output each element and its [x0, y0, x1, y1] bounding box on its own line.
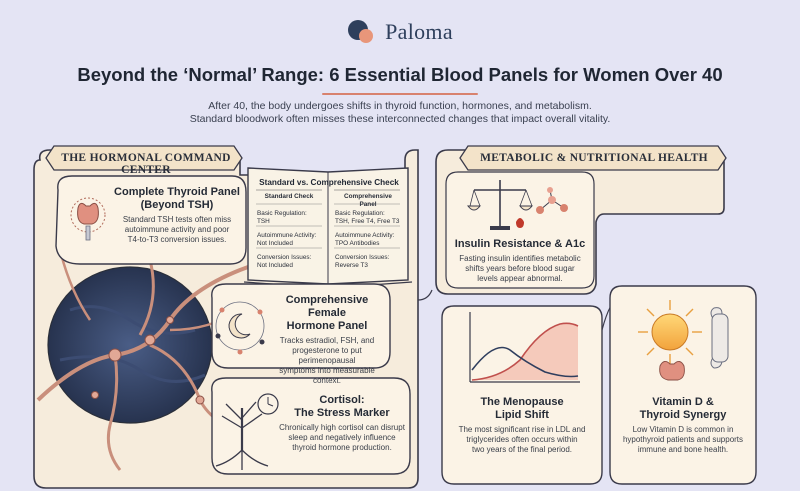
thyroid-card-title: Complete Thyroid Panel (Beyond TSH): [112, 186, 242, 212]
cortisol-title-line: The Stress Marker: [294, 407, 390, 419]
cortisol-text-line: thyroid hormone production.: [292, 443, 392, 452]
molecule-icon: [516, 187, 568, 228]
comprehensive-row-label: Autoimmune Activity:: [335, 232, 395, 239]
hormone-text-line: progesterone to put perimenopausal: [292, 346, 362, 365]
hormone-title-line: Comprehensive Female: [285, 294, 369, 319]
comprehensive-row-value: Reverse T3: [335, 262, 368, 269]
connector-line: [417, 289, 433, 301]
scale-icon: [466, 180, 534, 230]
hormonal-banner: [45, 145, 243, 171]
standard-row-value: Not Included: [257, 262, 293, 269]
standard-row-label: Basic Regulation:: [257, 210, 307, 217]
insulin-card-text: Fasting insulin identifies metabolic shi…: [450, 254, 590, 284]
cortisol-card-title: Cortisol: The Stress Marker: [278, 394, 406, 420]
lipid-curve-chart-icon: [469, 312, 580, 383]
comprehensive-row-value: TSH, Free T4, Free T3: [335, 218, 400, 225]
metabolic-banner: [459, 145, 727, 171]
paloma-logo-icon: [347, 18, 375, 46]
vitamind-title-line: Vitamin D &: [652, 396, 714, 408]
lipid-text-line: The most significant rise in LDL and: [458, 425, 586, 434]
vitamind-text-line: immune and bone health.: [637, 445, 729, 454]
hormonal-section-title: THE HORMONAL COMMAND CENTER: [61, 152, 231, 176]
insulin-text-line: levels appear abnormal.: [477, 274, 563, 283]
cortisol-card: Cortisol: The Stress Marker Chronically …: [278, 394, 406, 453]
insulin-card: Insulin Resistance & A1c Fasting insulin…: [450, 238, 590, 284]
vitamind-text-line: Low Vitamin D is common in: [632, 425, 734, 434]
comprehensive-panel-header: Comprehensive Panel: [344, 193, 392, 208]
thyroid-card-bubble: [55, 175, 247, 265]
insulin-card-bubble: [445, 171, 595, 289]
standard-row-value: TSH: [257, 218, 270, 225]
metabolic-section-title: METABOLIC & NUTRITIONAL HEALTH: [480, 152, 708, 164]
standard-check-header: Standard Check: [264, 193, 314, 200]
standard-row-label: Autoimmune Activity:: [257, 232, 317, 239]
page-subtitle: After 40, the body undergoes shifts in t…: [0, 100, 800, 126]
lipid-text-line: triglycerides often occurs within: [466, 435, 578, 444]
hormone-card-title: Comprehensive Female Hormone Panel: [268, 294, 386, 333]
bone-icon: [710, 307, 729, 369]
insulin-text-line: Fasting insulin identifies metabolic: [459, 254, 581, 263]
thyroid-card: Complete Thyroid Panel (Beyond TSH) Stan…: [112, 186, 242, 245]
tree-roots-icon: [215, 401, 269, 470]
thyroid-icon: [70, 197, 106, 241]
lipid-card: The Menopause Lipid Shift The most signi…: [446, 396, 598, 455]
comprehensive-row-value: TPO Antibodies: [335, 240, 380, 247]
lipid-title-line: Lipid Shift: [495, 409, 549, 421]
subtitle-line: After 40, the body undergoes shifts in t…: [208, 100, 592, 112]
standard-check-column: Standard Check Basic Regulation: TSH Aut…: [257, 193, 321, 273]
thyroid-title-line: (Beyond TSH): [140, 199, 214, 211]
hormone-card-bubble: [211, 283, 391, 369]
subtitle-line: Standard bloodwork often misses these in…: [189, 113, 611, 125]
comparison-title: Standard vs. Comprehensive Check: [259, 178, 399, 187]
comprehensive-row-label: Conversion Issues:: [335, 254, 390, 261]
hormone-card: Comprehensive Female Hormone Panel Track…: [268, 294, 386, 386]
thyroid-card-text: Standard TSH tests often miss autoimmune…: [112, 215, 242, 245]
clock-icon: [257, 393, 279, 415]
thyroid-title-line: Complete Thyroid Panel: [114, 186, 240, 198]
comprehensive-panel-column: Comprehensive Panel Basic Regulation: TS…: [335, 193, 401, 273]
thyroid-text-line: Standard TSH tests often miss: [122, 215, 232, 224]
thyroid-text-line: T4-to-T3 conversion issues.: [127, 235, 227, 244]
cortisol-text-line: Chronically high cortisol can disrupt: [279, 423, 405, 432]
hormone-card-text: Tracks estradiol, FSH, and progesterone …: [268, 336, 386, 386]
lipid-card-title: The Menopause Lipid Shift: [446, 396, 598, 422]
vitamind-text-line: hypothyroid patients and supports: [622, 435, 744, 444]
insulin-text-line: shifts years before blood sugar: [465, 264, 575, 273]
comprehensive-row-label: Basic Regulation:: [335, 210, 385, 217]
hormone-title-line: Hormone Panel: [286, 320, 368, 332]
vitamind-card: Vitamin D & Thyroid Synergy Low Vitamin …: [614, 396, 752, 455]
sun-icon: [638, 300, 702, 364]
hormone-text-line: symptoms into measurable context.: [279, 366, 375, 385]
cortisol-text-line: sleep and negatively influence: [288, 433, 396, 442]
title-underline: [322, 93, 478, 95]
lipid-card-text: The most significant rise in LDL and tri…: [446, 425, 598, 455]
hormone-text-line: Tracks estradiol, FSH, and: [279, 336, 375, 345]
vitamind-title-line: Thyroid Synergy: [639, 409, 727, 421]
brand-name: Paloma: [385, 19, 453, 44]
page-title: Beyond the ‘Normal’ Range: 6 Essential B…: [77, 64, 723, 85]
lipid-text-line: two years of the final period.: [471, 445, 573, 454]
thyroid-text-line: autoimmune activity and poor: [124, 225, 230, 234]
moon-cycle-icon: [215, 301, 265, 355]
cortisol-title-line: Cortisol:: [319, 394, 365, 406]
insulin-card-title: Insulin Resistance & A1c: [454, 238, 586, 250]
brand-header: Paloma: [0, 14, 800, 50]
standard-row-value: Not Included: [257, 240, 293, 247]
standard-row-label: Conversion Issues:: [257, 254, 312, 261]
vitamind-card-text: Low Vitamin D is common in hypothyroid p…: [614, 425, 752, 455]
small-thyroid-icon: [659, 361, 685, 381]
lipid-title-line: The Menopause: [480, 396, 564, 408]
vitamind-card-title: Vitamin D & Thyroid Synergy: [614, 396, 752, 422]
cortisol-card-text: Chronically high cortisol can disrupt sl…: [278, 423, 406, 453]
